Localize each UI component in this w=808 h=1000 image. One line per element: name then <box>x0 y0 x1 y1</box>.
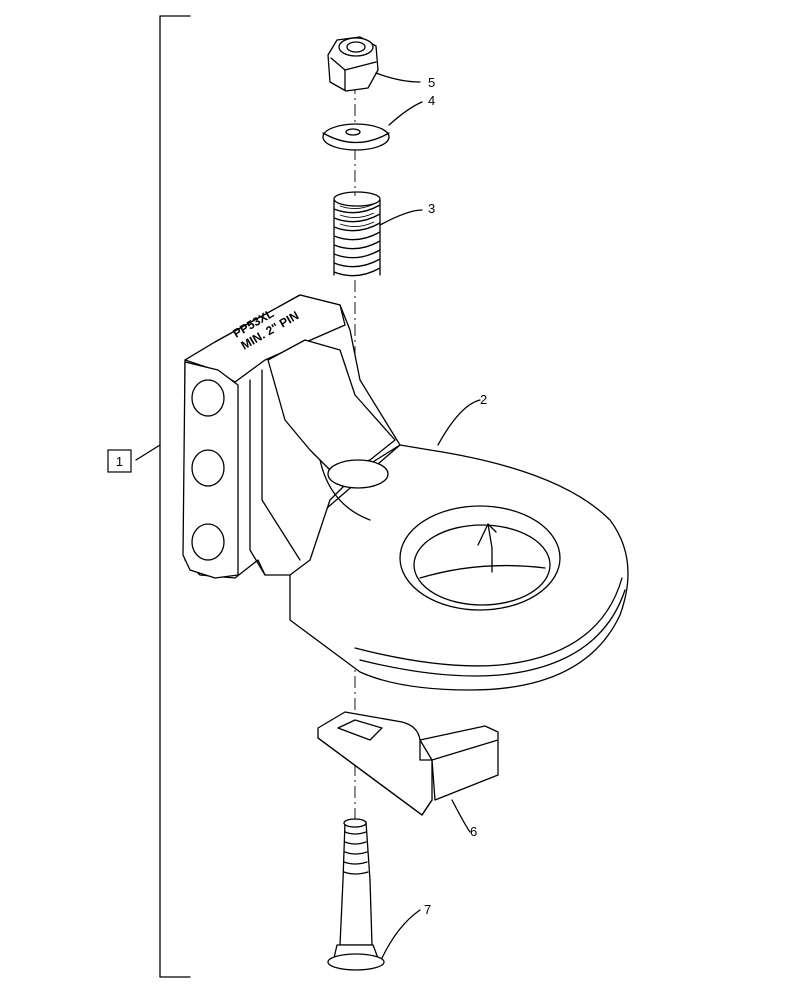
nut[interactable] <box>327 36 379 92</box>
washer[interactable] <box>322 123 390 151</box>
callout-6[interactable]: 6 <box>470 824 477 839</box>
callout-3[interactable]: 3 <box>428 201 435 216</box>
latch-plate[interactable] <box>317 711 499 816</box>
callout-5[interactable]: 5 <box>428 75 435 90</box>
pin-bolt[interactable] <box>327 818 385 971</box>
callout-1[interactable]: 1 <box>107 449 132 473</box>
svg-text:1: 1 <box>116 454 123 469</box>
callout-2[interactable]: 2 <box>480 392 487 407</box>
assembly-bracket <box>135 15 191 978</box>
leader-lines <box>375 72 481 959</box>
drawbar-eye[interactable]: PP53XL MIN. 2" PIN <box>182 294 629 691</box>
callout-7[interactable]: 7 <box>424 902 431 917</box>
spring[interactable] <box>333 191 381 277</box>
callout-4[interactable]: 4 <box>428 93 435 108</box>
